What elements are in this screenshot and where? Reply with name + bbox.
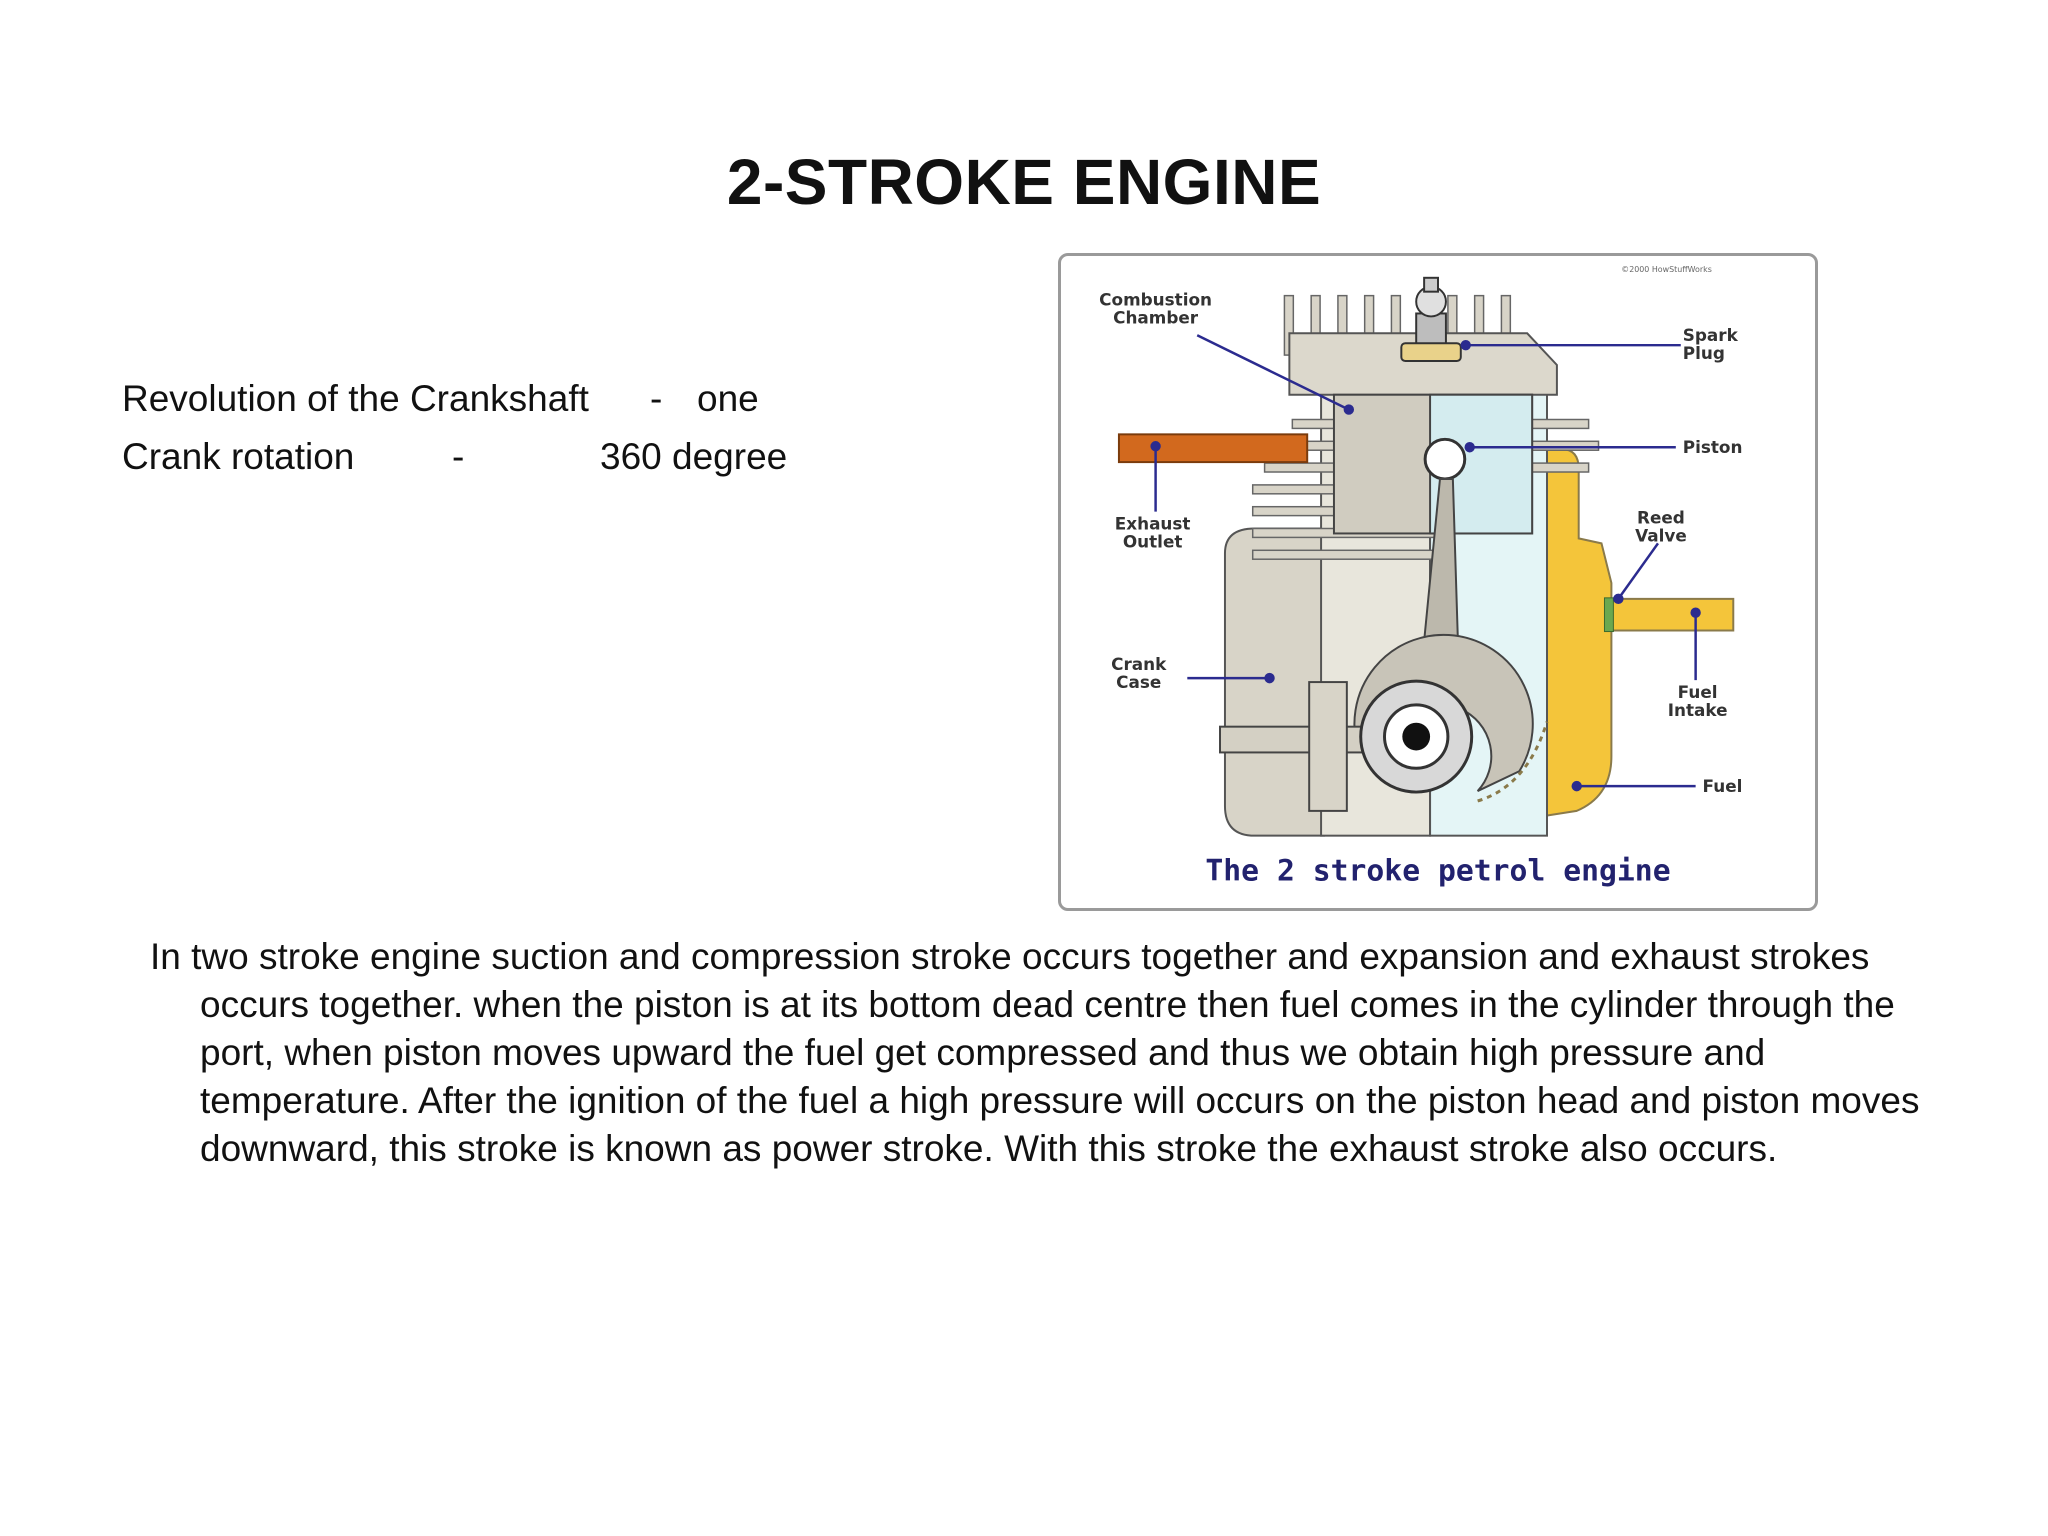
label-crank-case: Case bbox=[1116, 672, 1161, 692]
leader-lines bbox=[1150, 334, 1701, 792]
fact-dash: - bbox=[452, 436, 465, 477]
label-exhaust-outlet: Outlet bbox=[1123, 531, 1183, 551]
reed-valve bbox=[1603, 597, 1614, 633]
label-piston: Piston bbox=[1683, 437, 1743, 457]
description-paragraph: In two stroke engine suction and compres… bbox=[150, 933, 1940, 1173]
label-combustion-chamber: Combustion bbox=[1099, 290, 1212, 310]
fact-label: Crank rotation bbox=[122, 436, 355, 477]
label-combustion-chamber: Chamber bbox=[1113, 307, 1199, 327]
exhaust-pipe bbox=[1117, 433, 1309, 464]
label-spark-plug: Plug bbox=[1683, 343, 1725, 363]
label-crank-case: Crank bbox=[1111, 654, 1167, 674]
copyright-text: ©2000 HowStuffWorks bbox=[1621, 265, 1712, 274]
label-fuel: Fuel bbox=[1703, 776, 1743, 796]
label-spark-plug: Spark bbox=[1683, 325, 1739, 345]
fact-label: Revolution of the Crankshaft bbox=[122, 378, 589, 419]
paragraph-text: In two stroke engine suction and compres… bbox=[150, 936, 1920, 1169]
slide-title: 2-STROKE ENGINE bbox=[726, 146, 1322, 218]
figure-caption: The 2 stroke petrol engine bbox=[1205, 853, 1670, 888]
fact-dash: - bbox=[650, 378, 663, 419]
fact-value: one bbox=[697, 378, 759, 419]
engine-diagram: ©2000 HowStuffWorks bbox=[1058, 253, 1818, 911]
fact-value: 360 degree bbox=[600, 436, 788, 477]
label-reed-valve: Reed bbox=[1637, 508, 1685, 528]
cylinder-head bbox=[1288, 332, 1558, 396]
engine-diagram-svg: ©2000 HowStuffWorks bbox=[1099, 265, 1743, 888]
spark-plug bbox=[1400, 276, 1462, 363]
label-fuel-intake: Fuel bbox=[1678, 682, 1718, 702]
crankshaft-center bbox=[1402, 722, 1431, 751]
crank-counterweight bbox=[1308, 681, 1348, 812]
label-fuel-intake: Intake bbox=[1668, 700, 1728, 720]
fuel-intake-pipe bbox=[1610, 597, 1735, 632]
bearing-dash bbox=[1477, 721, 1549, 803]
piston-pin bbox=[1423, 437, 1467, 481]
label-reed-valve: Valve bbox=[1635, 525, 1687, 545]
label-exhaust-outlet: Exhaust bbox=[1115, 513, 1191, 533]
